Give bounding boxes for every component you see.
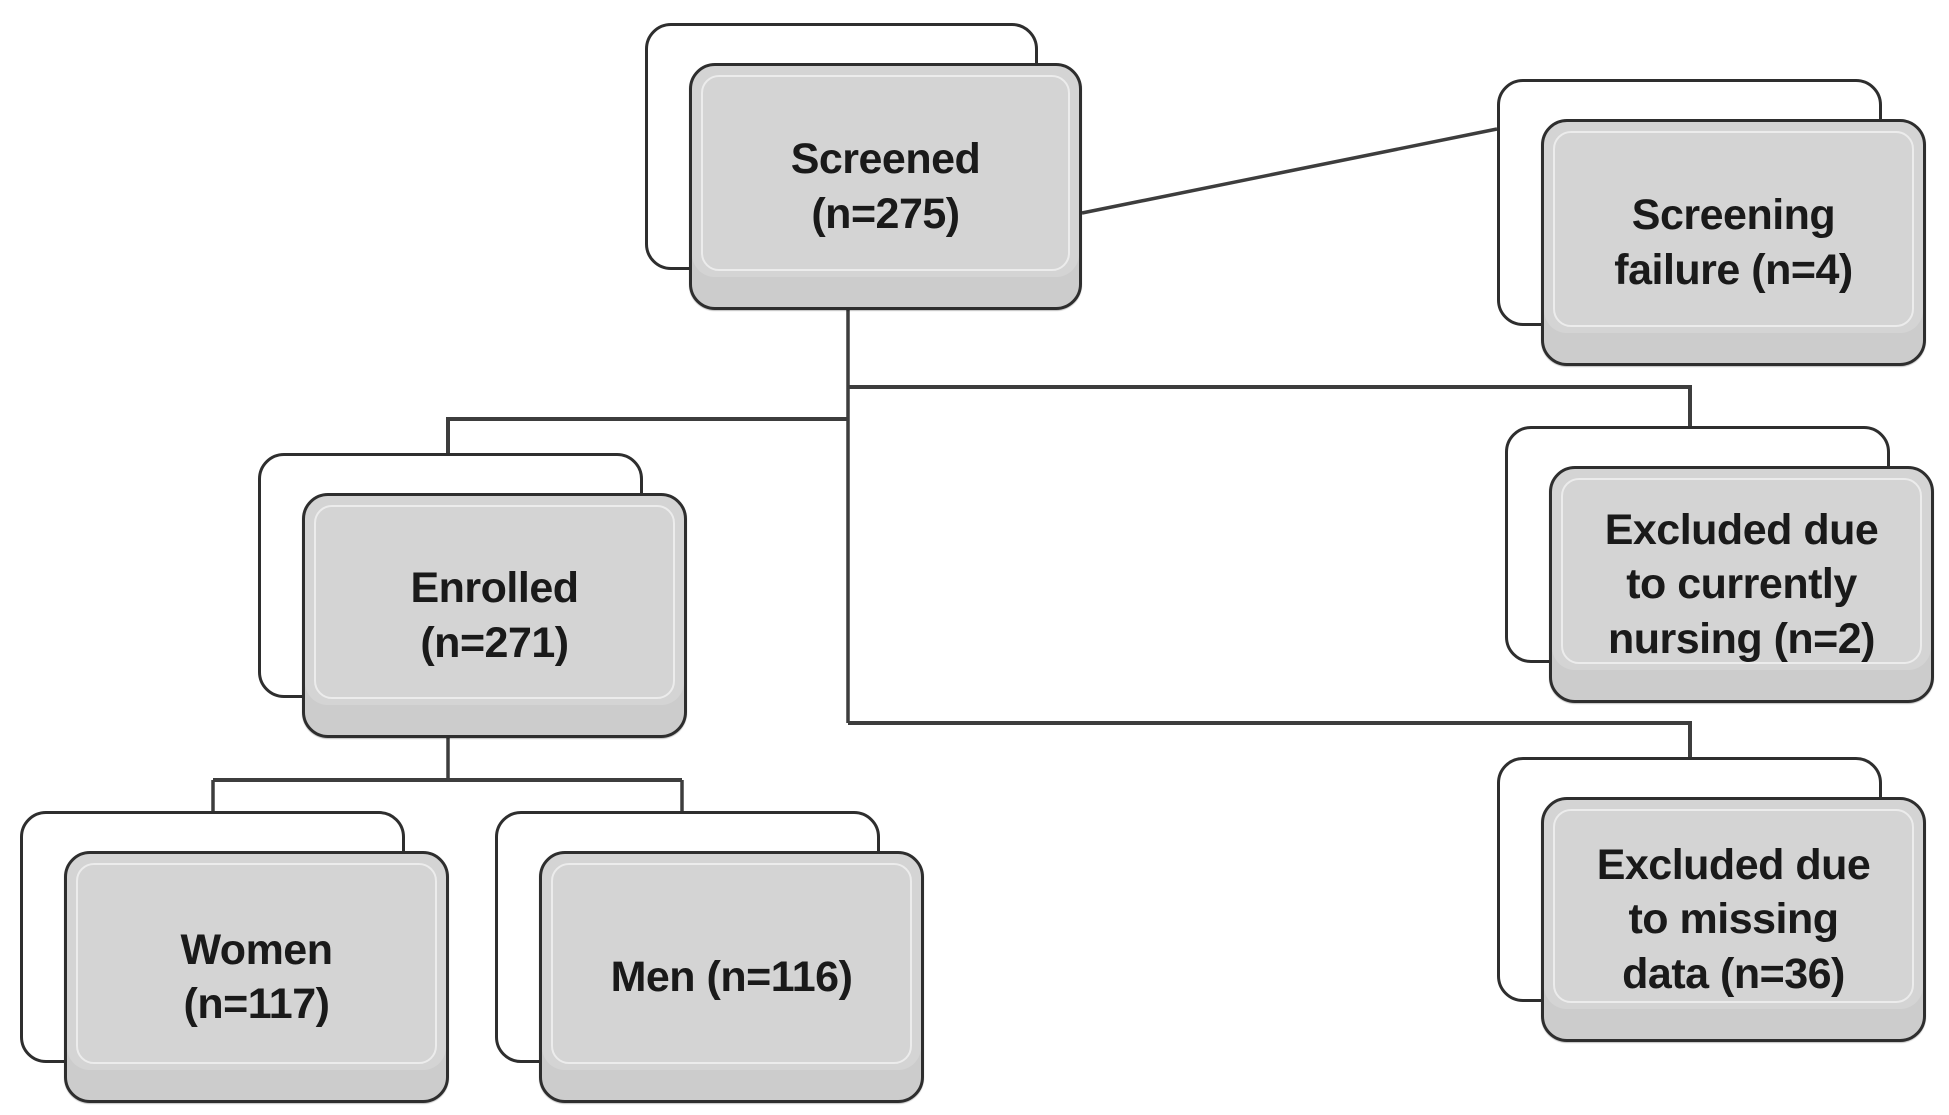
node-label-line: Screening [1631, 191, 1836, 240]
edge-screened-to-missing [848, 721, 1692, 760]
node-label-line: Women [180, 925, 334, 974]
node-excluded-missing: Excluded due to missing data (n=36) [1497, 757, 1926, 1042]
node-label-line: failure (n=4) [1614, 245, 1853, 294]
front-card: Excluded due to currently nursing (n=2) [1549, 466, 1934, 703]
node-label-line: (n=271) [420, 618, 569, 667]
node-excluded-nursing: Excluded due to currently nursing (n=2) [1505, 426, 1934, 703]
node-label-line: Excluded due [1604, 506, 1879, 555]
node-label-line: Men (n=116) [610, 952, 853, 1001]
node-label-line: Excluded due [1596, 841, 1871, 890]
edge-screened-to-nursing [848, 385, 1692, 428]
front-card: Screening failure (n=4) [1541, 119, 1926, 366]
node-label-line: (n=275) [811, 189, 960, 238]
front-card: Excluded due to missing data (n=36) [1541, 797, 1926, 1042]
edge-screened-to-failure [1081, 127, 1498, 215]
node-enrolled: Enrolled (n=271) [258, 453, 687, 738]
node-screening-failure: Screening failure (n=4) [1497, 79, 1926, 366]
edge-screened-to-enrolled [446, 417, 848, 456]
node-label-line: (n=117) [183, 980, 330, 1028]
node-men: Men (n=116) [495, 811, 924, 1103]
front-card: Women (n=117) [64, 851, 449, 1103]
node-label-line: to missing [1628, 895, 1839, 944]
front-card: Enrolled (n=271) [302, 493, 687, 738]
node-label-line: data (n=36) [1622, 949, 1845, 998]
node-label-line: nursing (n=2) [1607, 614, 1876, 663]
front-card: Men (n=116) [539, 851, 924, 1103]
node-label-line: Screened [790, 135, 981, 184]
node-women: Women (n=117) [20, 811, 449, 1103]
node-screened: Screened (n=275) [645, 23, 1082, 310]
front-card: Screened (n=275) [689, 63, 1082, 310]
node-label-line: Enrolled [410, 564, 579, 613]
node-label-line: to currently [1626, 560, 1857, 609]
